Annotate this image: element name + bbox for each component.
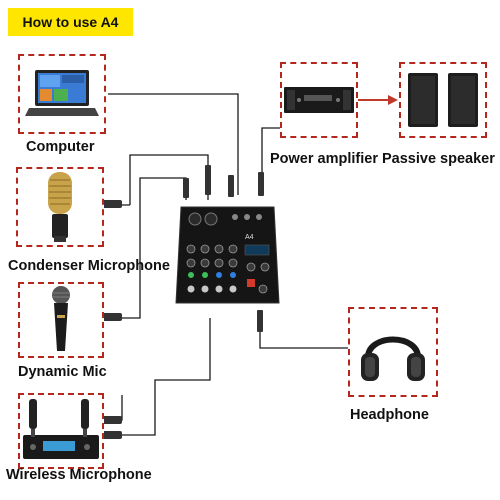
dynamic-mic-icon bbox=[52, 286, 70, 351]
wireless-mic-receiver-icon bbox=[23, 399, 99, 459]
mixer: A4 bbox=[175, 203, 280, 308]
passive-speaker-box bbox=[399, 62, 487, 138]
headphone-box bbox=[348, 307, 438, 397]
laptop-icon bbox=[25, 70, 99, 116]
condenser-microphone-label: Condenser Microphone bbox=[8, 258, 170, 274]
power-amplifier-label: Power amplifier bbox=[270, 151, 378, 167]
condenser-microphone-box bbox=[16, 167, 104, 247]
mixer-icon: A4 bbox=[175, 206, 280, 304]
wire-condenser bbox=[129, 154, 209, 205]
computer-label: Computer bbox=[26, 139, 95, 155]
wire-computer bbox=[108, 93, 239, 195]
wireless-microphone-box bbox=[18, 393, 104, 469]
wireless-microphone-label: Wireless Microphone bbox=[6, 467, 152, 483]
power-amplifier-box bbox=[280, 62, 358, 138]
passive-speaker-label: Passive speaker bbox=[382, 151, 495, 167]
headphone-icon bbox=[361, 336, 425, 381]
wire-headphone bbox=[259, 318, 350, 349]
dynamic-mic-label: Dynamic Mic bbox=[18, 364, 107, 380]
jack-plug-icon bbox=[100, 165, 264, 439]
condenser-mic-icon bbox=[48, 172, 72, 242]
computer-box bbox=[18, 54, 106, 134]
page-title: How to use A4 bbox=[8, 8, 133, 36]
page-title-text: How to use A4 bbox=[22, 14, 119, 30]
dynamic-mic-box bbox=[18, 282, 104, 358]
passive-speaker-icon bbox=[408, 73, 478, 127]
arrow-icon bbox=[358, 95, 398, 105]
wire-wireless bbox=[112, 318, 211, 436]
mixer-model-text: A4 bbox=[245, 234, 254, 241]
power-amplifier-icon bbox=[284, 87, 354, 113]
headphone-label: Headphone bbox=[350, 407, 429, 423]
